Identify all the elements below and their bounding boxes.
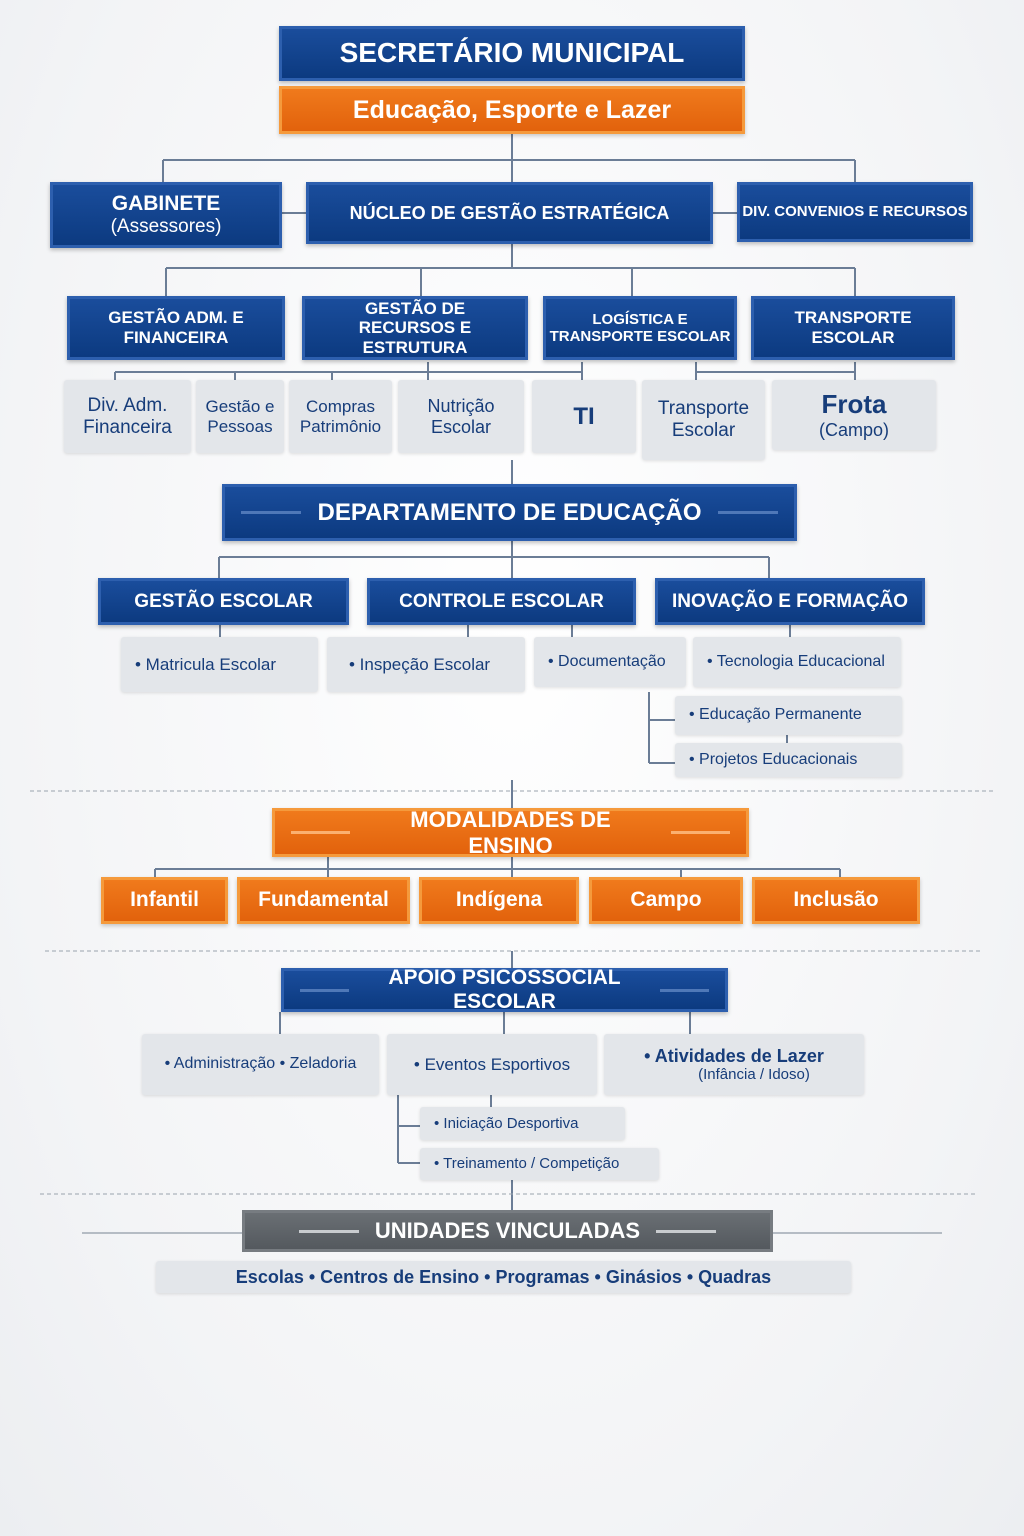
support-admin: • Administração • Zeladoria [142,1034,379,1095]
section-gestao-escolar: GESTÃO ESCOLAR [98,578,349,625]
linked-units-title: UNIDADES VINCULADAS [242,1210,773,1252]
unit-div-adm: Div. Adm. Financeira [64,380,191,453]
modality-fundamental: Fundamental [237,877,410,924]
frota-label: Frota [821,388,887,419]
modality-campo: Campo [589,877,743,924]
support-treinamento: • Treinamento / Competição [420,1148,659,1180]
unit-nutricao: Nutrição Escolar [398,380,524,453]
support-iniciacao: • Iniciação Desportiva [420,1107,625,1140]
modality-infantil: Infantil [101,877,228,924]
linked-units-list: Escolas • Centros de Ensino • Programas … [156,1261,851,1293]
modality-indigena: Indígena [419,877,579,924]
section-inovacao: INOVAÇÃO E FORMAÇÃO [655,578,925,625]
item-projetos: • Projetos Educacionais [675,743,902,777]
item-inspecao: • Inspeção Escolar [327,637,525,692]
frota-sub: (Campo) [818,419,889,440]
unit-transporte: Transporte Escolar [642,380,765,460]
gabinete-box: GABINETE(Assessores) [50,182,282,248]
modality-inclusao: Inclusão [752,877,920,924]
support-lazer: • Atividades de Lazer(Infância / Idoso) [604,1034,864,1095]
item-documentacao: • Documentação [534,637,686,687]
lazer-label: • Atividades de Lazer [644,1045,824,1066]
secretary-subtitle: Educação, Esporte e Lazer [279,86,745,134]
unit-gestao-pessoas: Gestão e Pessoas [196,380,284,453]
transporte-box: TRANSPORTE ESCOLAR [751,296,955,360]
nucleo-box: NÚCLEO DE GESTÃO ESTRATÉGICA [306,182,713,244]
unit-compras: Compras Patrimônio [289,380,392,453]
section-controle-escolar: CONTROLE ESCOLAR [367,578,636,625]
secretary-title: SECRETÁRIO MUNICIPAL [279,26,745,81]
support-title: APOIO PSICOSSOCIAL ESCOLAR [281,966,728,1013]
item-matricula: • Matricula Escolar [121,637,318,692]
gabinete-sub: (Assessores) [110,216,222,238]
modalities-title: MODALIDADES DE ENSINO [272,807,749,858]
gabinete-label: GABINETE [111,192,221,215]
logistica-box: LOGÍSTICA E TRANSPORTE ESCOLAR [543,296,737,360]
item-tecnologia: • Tecnologia Educacional [693,637,901,687]
lazer-sub: (Infância / Idoso) [698,1066,810,1084]
unit-frota: Frota(Campo) [772,380,936,450]
support-eventos: • Eventos Esportivos [387,1034,597,1095]
item-educacao-permanente: • Educação Permanente [675,696,902,735]
convenios-box: DIV. CONVENIOS E RECURSOS [737,182,973,242]
education-dept-title: DEPARTAMENTO DE EDUCAÇÃO [222,484,797,541]
gestao-adm-box: GESTÃO ADM. E FINANCEIRA [67,296,285,360]
gestao-recursos-box: GESTÃO DE RECURSOS E ESTRUTURA [302,296,528,360]
unit-ti: TI [532,380,636,453]
